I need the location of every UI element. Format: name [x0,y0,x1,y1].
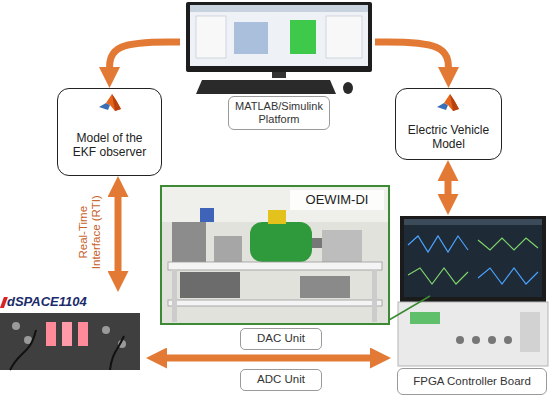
node-label: ADC Unit [241,370,321,390]
controller-port [520,312,540,352]
lab-equipment [180,272,240,298]
waveform [408,236,468,252]
monitor-bezel [186,2,372,72]
bench-leg [172,270,177,322]
logo-stripe [0,297,8,308]
flow-arrow [445,175,452,201]
platform-monitor: MATLAB/Simulink Platform [180,0,375,132]
controller-display [410,312,440,324]
node-label: OEWIM-DI [290,190,384,210]
load-machine [322,230,362,262]
lab-equipment [300,276,350,298]
vehicle-model-box: Electric Vehicle Model [395,88,502,160]
indicator-light [46,322,56,346]
node-label: MATLAB/Simulink Platform [228,96,330,130]
flow-arrow [110,42,181,73]
node-label: Electric Vehicle Model [399,120,498,156]
node-label: FPGA Controller Board [397,368,547,395]
motor [250,222,312,262]
matlab-logo [437,94,459,111]
lab-equipment [200,208,214,222]
cable [110,336,124,370]
logo-part [106,94,121,111]
flow-arrow [115,191,122,278]
lab-equipment [214,236,242,262]
controller-knob [456,336,464,344]
controller-knob [488,336,496,344]
indicator-light [78,322,88,346]
bench-leg [372,270,377,322]
screen-panel [196,16,226,58]
photo-background [161,186,389,324]
controller-knob [504,336,512,344]
converter-box: ADC Unit [240,369,322,391]
shaft-coupling [312,238,322,248]
monitor-bezel [400,216,546,302]
logo-part [444,94,459,111]
waveform [408,268,468,284]
node-label: DAC Unit [241,329,321,349]
lab-equipment [172,222,206,262]
controller-box [398,302,548,366]
connector [12,322,20,330]
indicator-light [62,322,72,346]
screen-scope [234,22,268,54]
keyboard [196,80,336,94]
edge-label: Real-Time Interface (RTI) [77,195,103,269]
controller-knob [472,336,480,344]
dspace-panel [0,292,140,370]
waveform [478,268,538,284]
mouse [343,82,353,94]
flow-arrow [161,355,377,362]
waveform [478,238,538,250]
dspace-board: dSPACE1104 [0,292,140,370]
matlab-logo [99,94,121,111]
monitor-screen [190,5,368,66]
monitor-screen [404,219,542,297]
leader-line [389,296,430,320]
test-rig-photo: OEWIM-DI [160,185,390,325]
screen-toolbar [190,5,368,12]
node-label: Model of the EKF observer [61,122,158,170]
screen-panel [326,16,362,58]
node-label: dSPACE1104 [4,292,134,313]
screen-toolbar [404,219,542,225]
converter-box: DAC Unit [240,328,322,350]
observer-box: Model of the EKF observer [57,88,162,176]
cable [10,330,36,370]
logo-part [112,94,121,111]
flow-arrow [375,42,449,73]
logo-part [450,94,459,111]
dspace-header [0,292,140,313]
bench-top [168,262,382,270]
bench-shelf [168,300,382,306]
screen-block [290,20,316,54]
connector [102,326,110,334]
fpga-board: FPGA Controller Board [395,215,550,397]
monitor-stand [272,72,286,78]
terminal-box [268,210,286,224]
